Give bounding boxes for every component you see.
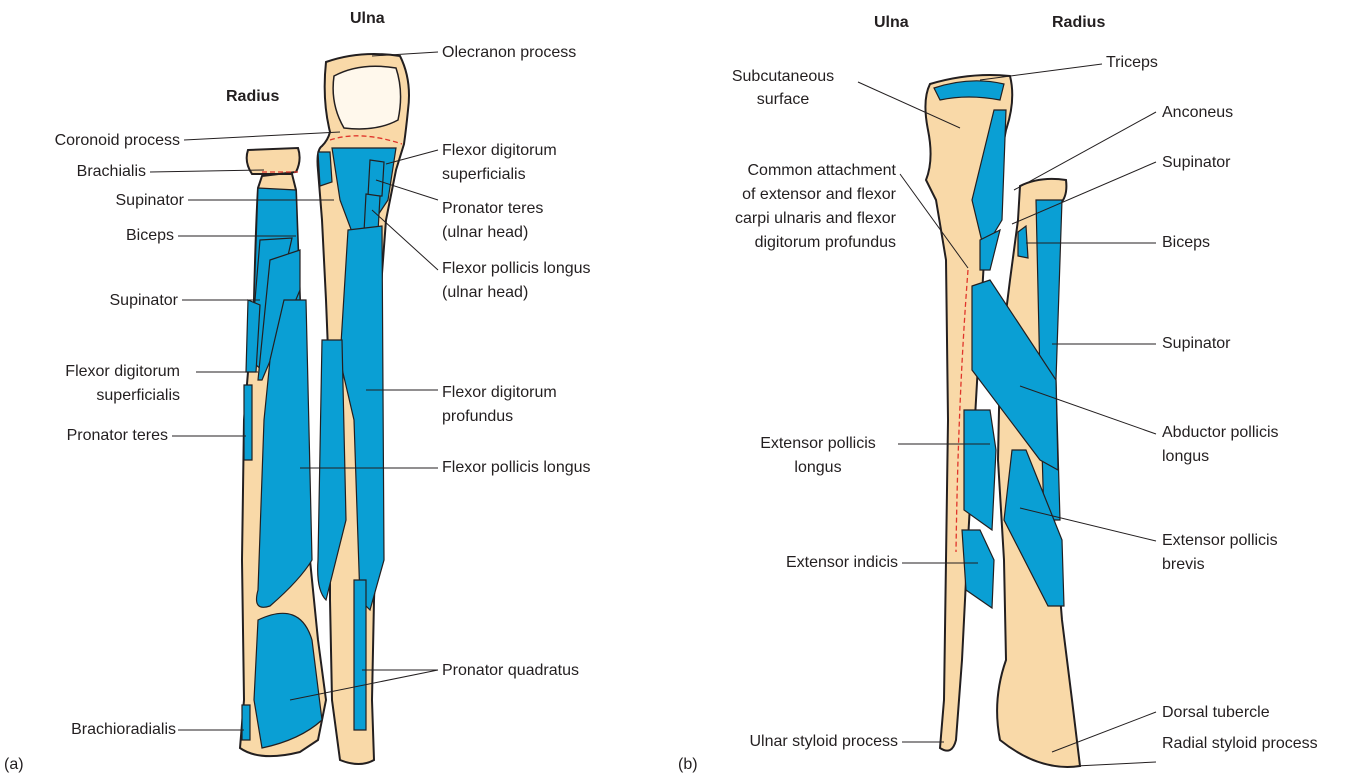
panel-a-ulna-title: Ulna <box>350 8 385 30</box>
label-supinator-a2: Supinator <box>0 290 178 312</box>
label-apl-1: Abductor pollicis <box>1162 422 1279 444</box>
label-ulnar-styloid: Ulnar styloid process <box>660 731 898 753</box>
label-subcutaneous-2: surface <box>708 89 858 111</box>
label-extensor-indicis: Extensor indicis <box>700 552 898 574</box>
label-apl-2: longus <box>1162 446 1209 468</box>
label-biceps-a: Biceps <box>0 225 174 247</box>
label-supinator-a1: Supinator <box>0 190 184 212</box>
panel-a-tag: (a) <box>4 754 24 776</box>
label-coronoid: Coronoid process <box>0 130 180 152</box>
label-fds-left-1: Flexor digitorum <box>0 361 180 383</box>
label-common-1: Common attachment <box>660 160 896 182</box>
label-fds-right-1: Flexor digitorum <box>442 140 557 162</box>
label-epl-1: Extensor pollicis <box>740 433 896 455</box>
label-epb-1: Extensor pollicis <box>1162 530 1278 552</box>
label-fpl: Flexor pollicis longus <box>442 457 591 479</box>
label-fdp-1: Flexor digitorum <box>442 382 557 404</box>
label-common-3: carpi ulnaris and flexor <box>660 208 896 230</box>
label-epl-2: longus <box>740 457 896 479</box>
label-olecranon: Olecranon process <box>442 42 576 64</box>
label-anconeus: Anconeus <box>1162 102 1233 124</box>
label-supinator-b1: Supinator <box>1162 152 1231 174</box>
label-supinator-b2: Supinator <box>1162 333 1231 355</box>
label-biceps-b: Biceps <box>1162 232 1210 254</box>
panel-b-tag: (b) <box>678 754 698 776</box>
label-epb-2: brevis <box>1162 554 1205 576</box>
panel-b-radius-title: Radius <box>1052 12 1105 34</box>
label-fdp-2: profundus <box>442 406 513 428</box>
panel-b-ulna-title: Ulna <box>874 12 909 34</box>
label-brachialis: Brachialis <box>0 161 146 183</box>
label-dorsal-tubercle: Dorsal tubercle <box>1162 702 1270 724</box>
label-common-2: of extensor and flexor <box>660 184 896 206</box>
label-pt-ulnar-2: (ulnar head) <box>442 222 528 244</box>
label-fpl-ulnar-1: Flexor pollicis longus <box>442 258 591 280</box>
label-brachioradialis: Brachioradialis <box>0 719 176 741</box>
label-fpl-ulnar-2: (ulnar head) <box>442 282 528 304</box>
label-pt-ulnar-1: Pronator teres <box>442 198 543 220</box>
panel-a-radius-title: Radius <box>226 86 279 108</box>
label-subcutaneous-1: Subcutaneous <box>708 66 858 88</box>
label-pronator-quadratus: Pronator quadratus <box>442 660 579 682</box>
label-fds-left-2: superficialis <box>0 385 180 407</box>
label-radial-styloid: Radial styloid process <box>1162 733 1318 755</box>
label-common-4: digitorum profundus <box>660 232 896 254</box>
label-fds-right-2: superficialis <box>442 164 526 186</box>
label-pronator-teres: Pronator teres <box>0 425 168 447</box>
label-triceps: Triceps <box>1106 52 1158 74</box>
